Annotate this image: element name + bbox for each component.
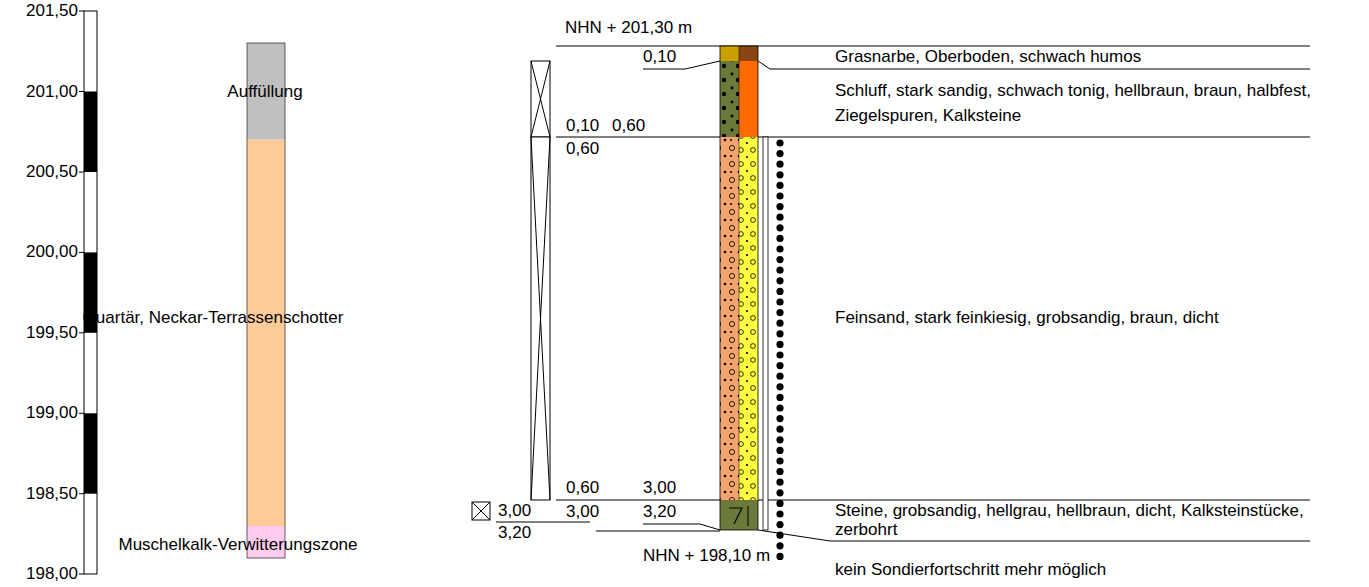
sample-dot bbox=[776, 182, 783, 189]
sample-dot bbox=[776, 245, 783, 252]
depth-label: 3,20 bbox=[643, 502, 676, 522]
depth-label: 3,20 bbox=[498, 523, 531, 543]
layer-description: Feinsand, stark feinkiesig, grobsandig, … bbox=[835, 308, 1219, 328]
tick-label: 199,50 bbox=[26, 323, 78, 343]
sample-dot bbox=[776, 383, 783, 390]
sample-dot bbox=[776, 510, 783, 517]
tick-label: 201,00 bbox=[26, 82, 78, 102]
sample-dot bbox=[776, 298, 783, 305]
tick-label: 200,00 bbox=[26, 242, 78, 262]
sample-dot bbox=[776, 171, 783, 178]
sample-dot bbox=[776, 267, 783, 274]
sample-dot bbox=[776, 415, 783, 422]
sample-dot bbox=[776, 161, 783, 168]
sample-dot bbox=[776, 468, 783, 475]
sample-boxes bbox=[472, 61, 550, 520]
depth-label: 0,60 bbox=[566, 139, 599, 159]
sample-dot bbox=[776, 309, 783, 316]
sample-dot bbox=[776, 351, 783, 358]
sample-dot bbox=[776, 447, 783, 454]
sample-dot bbox=[776, 532, 783, 539]
depth-label: 3,00 bbox=[498, 501, 531, 521]
tick-label: 199,00 bbox=[26, 403, 78, 423]
sample-dot bbox=[776, 394, 783, 401]
sample-dot bbox=[776, 341, 783, 348]
note: kein Sondierfortschritt mehr möglich bbox=[835, 560, 1106, 580]
elevation-label: NHN + 201,30 m bbox=[565, 18, 692, 38]
sample-dot bbox=[776, 214, 783, 221]
sample-dot bbox=[776, 139, 783, 146]
elevation-scale bbox=[79, 11, 97, 574]
sample-dot bbox=[776, 489, 783, 496]
sample-dot bbox=[776, 256, 783, 263]
tick-label: 198,00 bbox=[26, 564, 78, 584]
depth-label: 0,10 bbox=[566, 116, 599, 136]
layer-description: Steine, grobsandig, hellgrau, hellbraun,… bbox=[835, 501, 1320, 539]
stratigraphy-column bbox=[247, 43, 285, 558]
sample-dot bbox=[776, 192, 783, 199]
tick-label: 198,50 bbox=[26, 484, 78, 504]
sample-dot bbox=[776, 277, 783, 284]
sample-dot bbox=[776, 320, 783, 327]
sample-dot bbox=[776, 235, 783, 242]
sample-dot bbox=[776, 224, 783, 231]
sample-dot bbox=[776, 404, 783, 411]
sample-dot bbox=[776, 521, 783, 528]
sample-dot bbox=[776, 542, 783, 549]
depth-label: 0,10 bbox=[643, 47, 676, 67]
elevation-label: NHN + 198,10 m bbox=[643, 546, 770, 566]
sample-dot bbox=[776, 330, 783, 337]
layer-description: Schluff, stark sandig, schwach tonig, he… bbox=[835, 78, 1320, 128]
sample-dot bbox=[776, 553, 783, 560]
sample-dot bbox=[776, 426, 783, 433]
depth-label: 0,60 bbox=[566, 478, 599, 498]
sample-dot bbox=[776, 288, 783, 295]
sample-dot bbox=[776, 457, 783, 464]
unit-label: Auffüllung bbox=[227, 82, 302, 102]
depth-label: 3,00 bbox=[643, 478, 676, 498]
tick-label: 201,50 bbox=[26, 1, 78, 21]
depth-label: 3,00 bbox=[566, 502, 599, 522]
sample-dot bbox=[776, 436, 783, 443]
tick-label: 200,50 bbox=[26, 162, 78, 182]
borehole-column bbox=[720, 46, 768, 530]
sample-dot bbox=[776, 500, 783, 507]
sample-dot bbox=[776, 373, 783, 380]
layer-description: Grasnarbe, Oberboden, schwach humos bbox=[835, 47, 1141, 67]
unit-label: Muschelkalk-Verwitterungszone bbox=[118, 535, 357, 555]
water-sample-dots bbox=[776, 139, 783, 560]
sample-dot bbox=[776, 150, 783, 157]
depth-label: 0,60 bbox=[612, 116, 645, 136]
sample-dot bbox=[776, 203, 783, 210]
sample-dot bbox=[776, 479, 783, 486]
sample-dot bbox=[776, 362, 783, 369]
unit-label: Quartär, Neckar-Terrassenschotter bbox=[83, 308, 344, 328]
